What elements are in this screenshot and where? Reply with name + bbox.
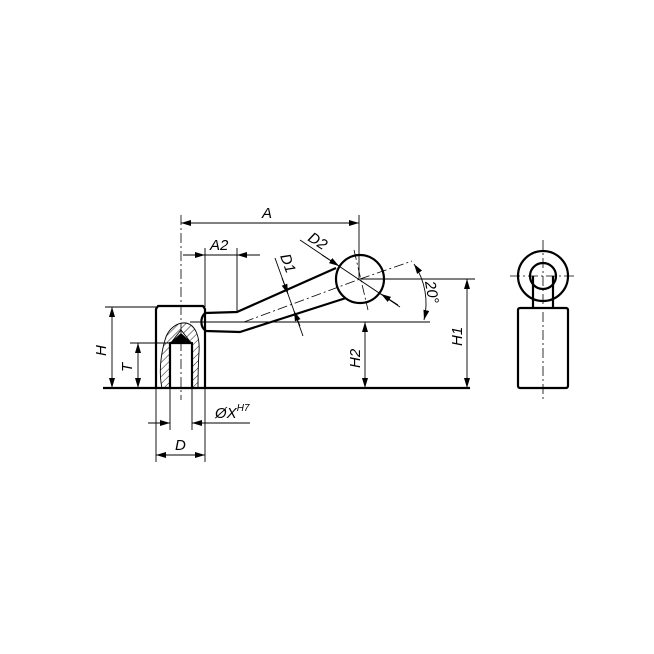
side-view — [510, 240, 576, 400]
arrow-D2-top — [321, 254, 340, 267]
section-hatch — [159, 322, 200, 389]
label-H1: H1 — [449, 327, 466, 346]
arm-axis-angled — [243, 278, 361, 323]
label-angle: 20° — [421, 279, 442, 305]
label-D: D — [175, 437, 186, 454]
arm-top-edge — [204, 266, 337, 315]
label-D1: D1 — [276, 252, 299, 276]
ball-center-line — [353, 249, 369, 311]
label-T: T — [119, 361, 136, 372]
label-X: ØXH7 — [214, 403, 250, 422]
dim-angle — [413, 263, 430, 321]
label-D2: D2 — [305, 229, 331, 254]
label-A2: A2 — [209, 237, 229, 254]
dimensions: A A2 D1 D2 20° H2 H1 H T ØXH7 — [93, 205, 475, 462]
arrow-D1-top — [281, 277, 289, 295]
label-H2: H2 — [347, 348, 364, 368]
front-view — [103, 215, 470, 400]
arm-bottom-edge — [205, 296, 347, 334]
ball-axis — [359, 260, 413, 280]
label-A: A — [261, 205, 272, 222]
label-H: H — [93, 345, 110, 356]
arrow-D1-bottom — [293, 310, 301, 327]
arrow-D2-bottom — [380, 293, 399, 306]
side-arm — [531, 276, 555, 308]
